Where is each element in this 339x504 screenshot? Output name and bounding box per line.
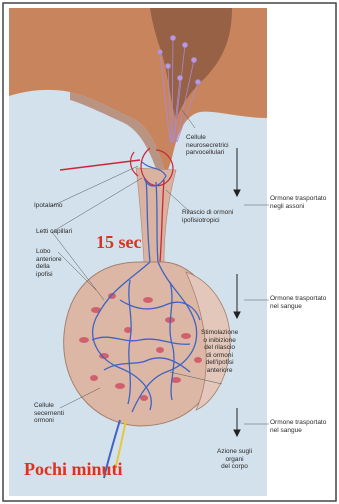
label-stimolazione: Stimolazione o inibizione del rilascio d… xyxy=(201,329,238,374)
label-ormone-assoni: Ormone trasportato negli assoni xyxy=(270,195,326,210)
label-cellule-neurosecretrici: Cellule neurosecretrici parvocellulari xyxy=(186,134,229,157)
label-rilascio-ormoni: Rilascio di ormoni ipofisiotropici xyxy=(182,209,233,224)
label-ormone-sangue-2: Ormone trasportato nel sangue xyxy=(270,419,326,434)
label-letti-capillari: Letti capillari xyxy=(36,228,72,236)
annotation-pochi-minuti: Pochi minuti xyxy=(24,459,123,480)
annotation-15-sec: 15 sec xyxy=(96,232,141,253)
label-ipotalamo: Ipotalamo xyxy=(34,202,63,210)
label-cellule-secernenti: Cellule secernenti ormoni xyxy=(34,402,64,425)
label-ormone-sangue-1: Ormone trasportato nel sangue xyxy=(270,295,326,310)
label-lobo-anteriore: Lobo anteriore della ipofisi xyxy=(36,248,62,278)
label-azione: Azione sugli organi del corpo xyxy=(217,448,252,471)
